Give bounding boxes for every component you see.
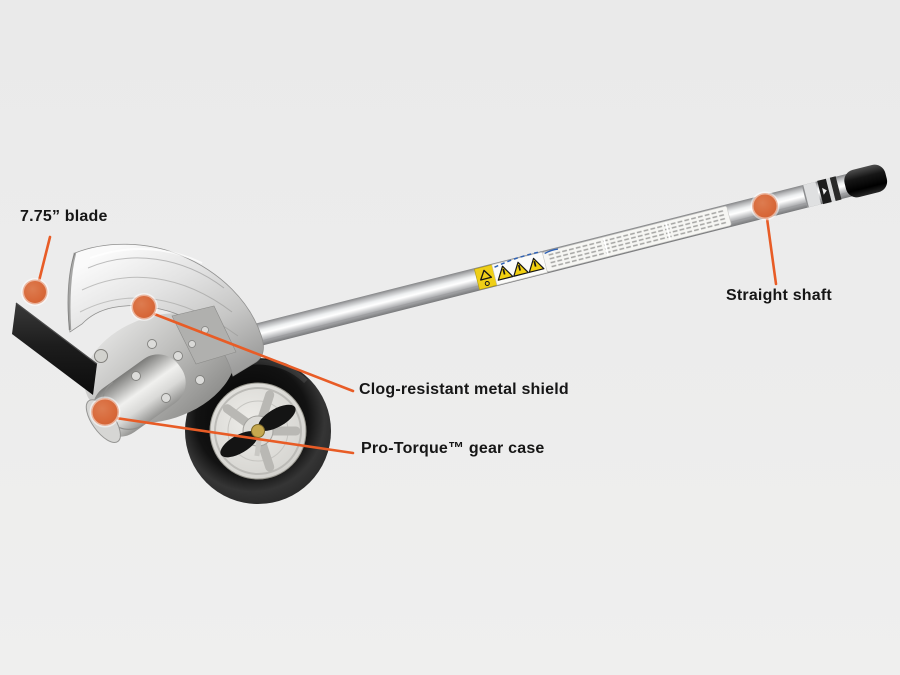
callout-dot-shaft [750, 191, 780, 221]
edger-blade [12, 302, 98, 395]
shaft-coupler-rings [801, 176, 842, 208]
straight-shaft [183, 164, 888, 365]
callout-dot-gear-case [89, 396, 121, 428]
shaft-end-cap [844, 164, 888, 198]
warning-triangle-icon [513, 261, 529, 277]
callout-dot-blade [21, 278, 49, 306]
callout-line-shaft [764, 209, 778, 286]
warning-triangle-icon [480, 269, 493, 281]
callout-line-gear-case [107, 415, 355, 455]
warning-triangle-icon [497, 265, 514, 281]
spec-label [542, 206, 732, 272]
callout-label-straight-shaft: Straight shaft [726, 287, 832, 304]
callout-label-gear-case: Pro-Torque™ gear case [361, 440, 545, 457]
callout-dot-shield [130, 293, 158, 321]
gear-case-bolts [131, 339, 205, 403]
wheel-axle-bolt [251, 424, 265, 438]
warning-label [474, 251, 548, 290]
callout-label-metal-shield: Clog-resistant metal shield [359, 381, 569, 398]
callout-line-shield [147, 310, 355, 393]
callout-line-blade [36, 235, 52, 287]
callout-label-blade: 7.75” blade [20, 208, 108, 225]
hex-bolt [94, 349, 108, 363]
warning-triangle-icon [528, 257, 545, 273]
